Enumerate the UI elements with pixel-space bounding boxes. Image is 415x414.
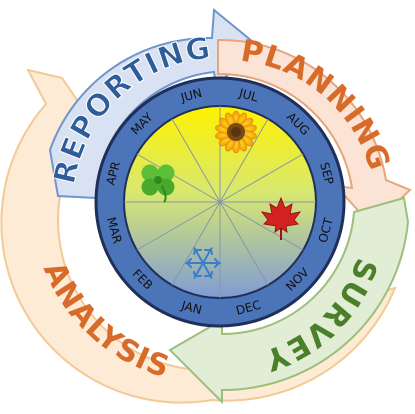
month-label-apr: APR (103, 160, 123, 187)
month-divider (171, 201, 221, 286)
month-divider (136, 201, 221, 251)
month-label-mar: MAR (104, 216, 124, 246)
clover-icon (141, 164, 175, 203)
planning-arrow (217, 38, 412, 228)
month-label-jun: JUN (178, 86, 203, 105)
month-divider (219, 201, 304, 251)
month-divider (219, 201, 269, 286)
maple-leaf-icon (260, 196, 302, 240)
month-divider (136, 153, 221, 203)
month-divider (219, 153, 304, 203)
month-divider (171, 118, 221, 203)
month-label-jul: JUL (237, 86, 260, 105)
sunflower-icon (215, 110, 257, 154)
month-label-sep: SEP (317, 161, 336, 186)
snowflake-icon (185, 247, 221, 279)
month-label-oct: OCT (316, 216, 336, 245)
month-label-dec: DEC (234, 298, 262, 318)
survey-arrow (168, 196, 410, 405)
month-divider (219, 118, 269, 203)
analysis-arrow (0, 68, 397, 404)
month-label-jan: JAN (179, 298, 203, 317)
